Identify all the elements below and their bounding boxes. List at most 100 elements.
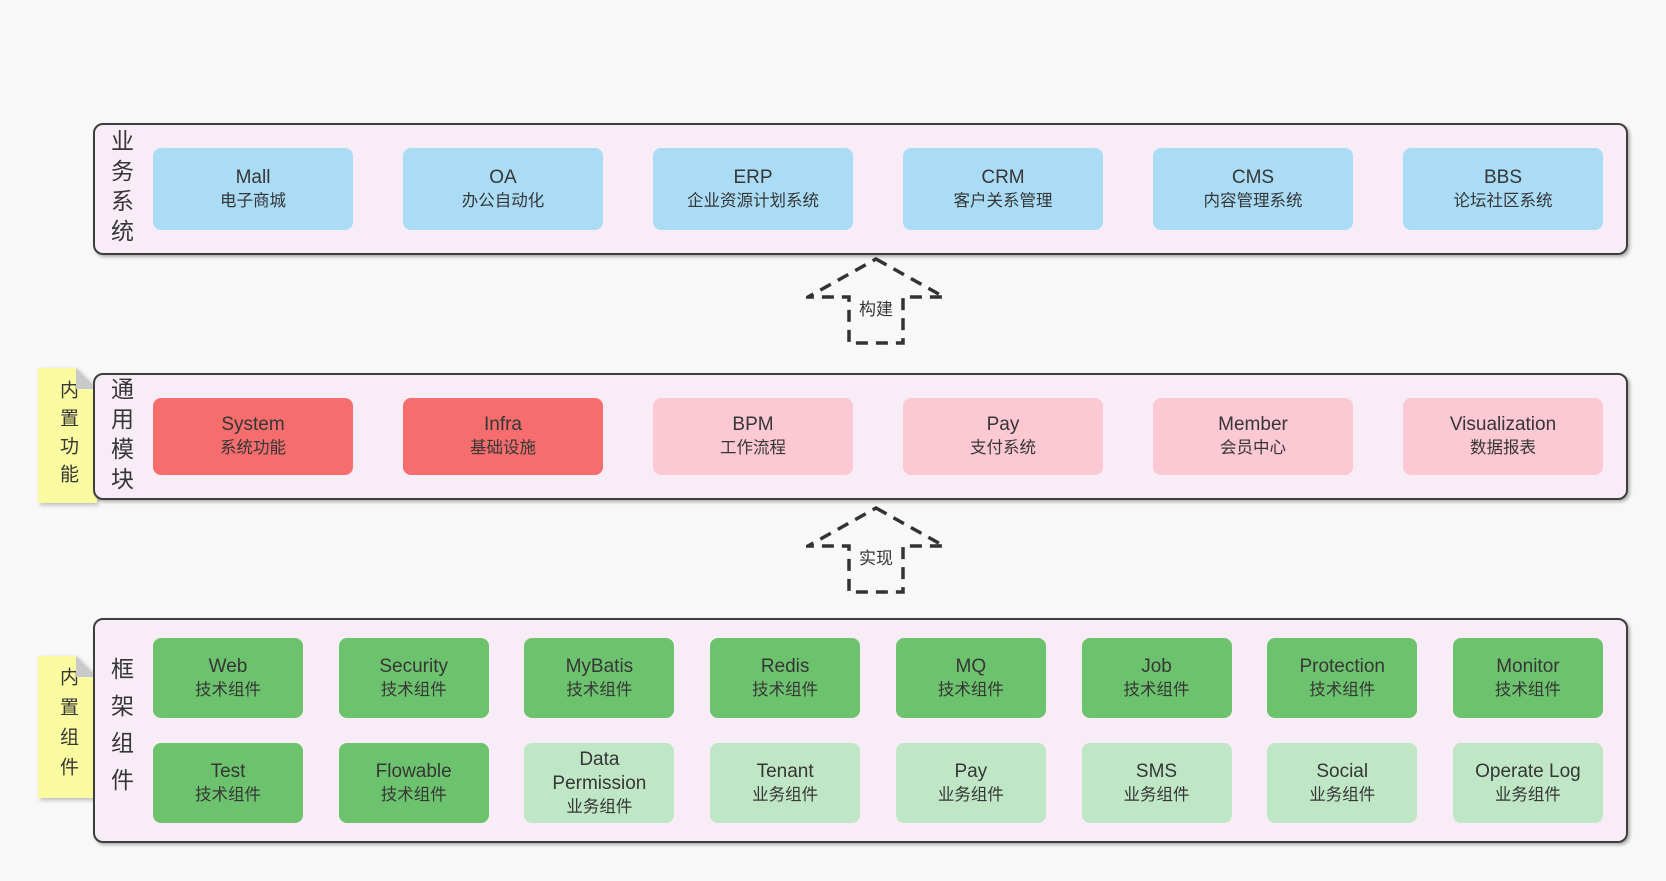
box-subtitle: 数据报表 [1470,439,1536,458]
box-title: Flowable [375,760,452,782]
box-subtitle: 技术组件 [1309,680,1376,699]
box-title: Pay [954,760,988,782]
sticky-label: 内置功能 [57,379,78,492]
box-row: Web 技术组件 Security 技术组件 MyBatis 技术组件 Redi… [153,638,1603,718]
box-mq: MQ 技术组件 [895,638,1046,718]
box-subtitle: 技术组件 [195,785,261,804]
box-title: OA [489,166,517,188]
box-title: Monitor [1496,655,1560,677]
box-title: Test [210,760,246,782]
box-infra: Infra 基础设施 [403,398,603,475]
box-subtitle: 技术组件 [752,680,819,699]
box-subtitle: 客户关系管理 [953,191,1053,210]
box-title: SMS [1135,760,1178,782]
box-subtitle: 论坛社区系统 [1453,191,1553,210]
box-operate-log: Operate Log 业务组件 [1452,743,1603,823]
arrow-label: 构建 [854,293,898,322]
box-title: ERP [733,166,773,188]
box-cms: CMS 内容管理系统 [1153,148,1353,230]
box-title: Tenant [756,760,814,782]
box-title: Pay [986,414,1020,436]
box-title: Protection [1299,655,1385,677]
box-title: Operate Log [1475,760,1581,782]
box-title: Member [1218,414,1288,436]
box-redis: Redis 技术组件 [710,638,861,718]
section-business-systems: 业务系统 Mall 电子商城 OA 办公自动化 ERP 企业资源计划系统 CRM [93,123,1628,255]
box-oa: OA 办公自动化 [403,148,603,230]
section-side-label: 框架组件 [95,620,145,841]
box-social: Social 业务组件 [1267,743,1418,823]
box-subtitle: 系统功能 [220,439,286,458]
section-side-label: 业务系统 [95,125,145,253]
box-subtitle: 企业资源计划系统 [687,191,819,210]
box-member: Member 会员中心 [1153,398,1353,475]
up-arrow-icon [806,257,946,345]
sticky-paper: 内置组件 [38,656,97,798]
box-title: Security [379,655,449,677]
section-common-modules: 通用模块 System 系统功能 Infra 基础设施 BPM 工作流程 Pay [93,373,1628,500]
box-title: System [221,414,285,436]
box-subtitle: 业务组件 [1309,785,1376,804]
box-subtitle: 技术组件 [195,680,261,699]
section-rows: Mall 电子商城 OA 办公自动化 ERP 企业资源计划系统 CRM 客户关系… [153,125,1603,253]
box-subtitle: 技术组件 [380,680,447,699]
box-title: BBS [1483,166,1523,188]
box-subtitle: 业务组件 [1494,785,1561,804]
box-subtitle: 技术组件 [380,785,447,804]
box-title: Job [1141,655,1172,677]
box-title: MyBatis [565,655,634,677]
section-rows: Web 技术组件 Security 技术组件 MyBatis 技术组件 Redi… [153,620,1603,841]
box-title: CMS [1231,166,1275,188]
box-subtitle: 电子商城 [220,191,286,210]
box-crm: CRM 客户关系管理 [903,148,1103,230]
sticky-label: 内置组件 [57,667,78,787]
box-row: System 系统功能 Infra 基础设施 BPM 工作流程 Pay 支付系统… [153,398,1603,475]
box-bbs: BBS 论坛社区系统 [1403,148,1603,230]
section-side-label: 通用模块 [95,375,145,498]
box-web: Web 技术组件 [153,638,303,718]
box-protection: Protection 技术组件 [1267,638,1418,718]
box-sms: SMS 业务组件 [1081,743,1232,823]
box-subtitle: 技术组件 [937,680,1004,699]
box-subtitle: 业务组件 [1123,785,1190,804]
box-subtitle: 办公自动化 [461,191,545,210]
section-title: 框架组件 [107,656,134,805]
box-subtitle: 技术组件 [1494,680,1561,699]
box-title: Web [208,655,248,677]
box-mall: Mall 电子商城 [153,148,353,230]
box-title: BPM [732,414,774,436]
box-subtitle: 技术组件 [1123,680,1190,699]
box-subtitle: 业务组件 [752,785,819,804]
box-title: Social [1316,760,1369,782]
box-system: System 系统功能 [153,398,353,475]
box-title: Data Permission [552,749,647,794]
sticky-note-builtin-features: 内置功能 [38,368,97,503]
box-erp: ERP 企业资源计划系统 [653,148,853,230]
box-subtitle: 业务组件 [937,785,1004,804]
box-bpm: BPM 工作流程 [653,398,853,475]
box-mybatis: MyBatis 技术组件 [524,638,675,718]
box-title: Visualization [1449,414,1557,436]
box-title: MQ [955,655,987,677]
box-row: Test 技术组件 Flowable 技术组件 Data Permission … [153,743,1603,823]
box-subtitle: 会员中心 [1220,439,1286,458]
box-subtitle: 业务组件 [566,797,633,816]
section-title: 业务系统 [107,129,134,249]
up-arrow-icon [806,506,946,594]
box-title: Infra [483,414,523,436]
section-rows: System 系统功能 Infra 基础设施 BPM 工作流程 Pay 支付系统… [153,375,1603,498]
box-pay-component: Pay 业务组件 [895,743,1046,823]
implement-arrow: 实现 [806,506,946,594]
box-security: Security 技术组件 [338,638,489,718]
box-visualization: Visualization 数据报表 [1403,398,1603,475]
box-data-permission: Data Permission 业务组件 [524,743,675,823]
sticky-note-builtin-components: 内置组件 [38,656,97,798]
box-subtitle: 支付系统 [970,439,1036,458]
sticky-paper: 内置功能 [38,368,97,503]
box-pay-system: Pay 支付系统 [903,398,1103,475]
box-subtitle: 内容管理系统 [1203,191,1303,210]
box-subtitle: 工作流程 [720,439,786,458]
arrow-label: 实现 [854,542,898,571]
box-subtitle: 基础设施 [470,439,536,458]
